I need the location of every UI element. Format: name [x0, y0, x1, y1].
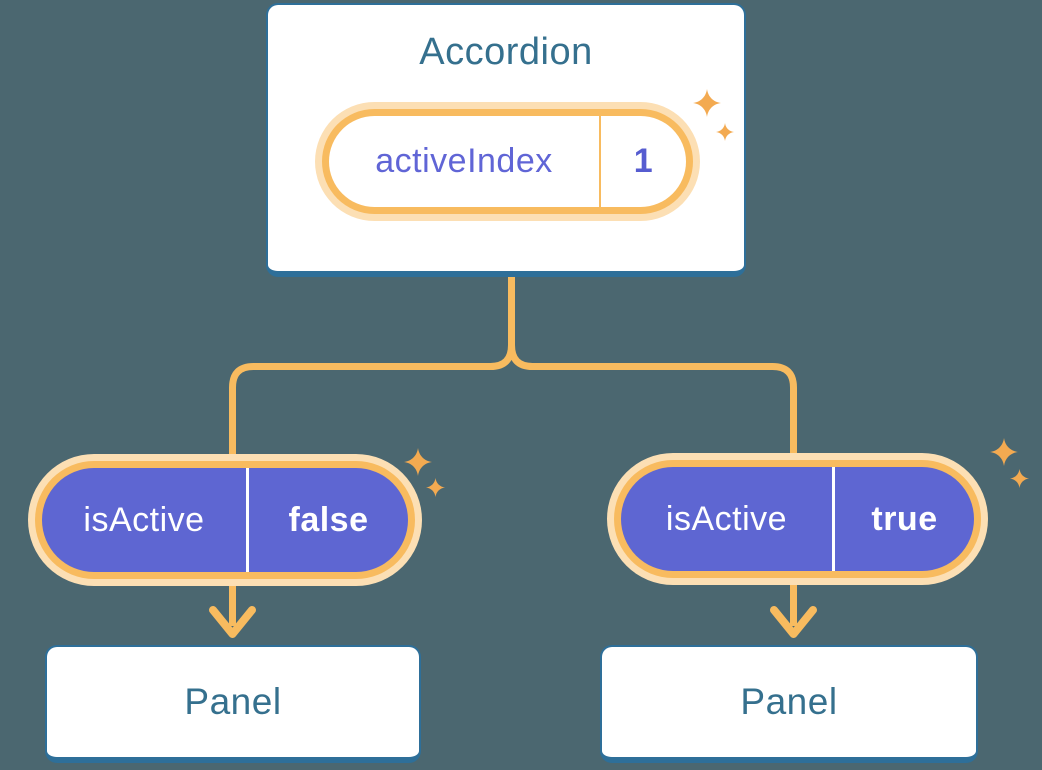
prop-name: isActive — [83, 500, 205, 539]
sparkle-icon — [1010, 469, 1029, 488]
pill-divider — [832, 467, 835, 571]
sparkle-icon — [693, 89, 721, 117]
accordion-title: Accordion — [419, 31, 593, 73]
prop-value: false — [288, 500, 369, 539]
state-name: activeIndex — [375, 142, 553, 180]
state-value: 1 — [633, 142, 654, 180]
panel-card-left: Panel — [45, 645, 421, 763]
connector-right-branch — [508, 268, 797, 626]
panel-title: Panel — [740, 681, 838, 722]
prop-value: true — [871, 499, 938, 538]
pill-divider — [246, 468, 249, 572]
sparkle-icon — [426, 478, 445, 497]
arrowhead-right — [770, 606, 817, 638]
sparkle-icon — [990, 438, 1018, 466]
arrowhead-left — [209, 606, 256, 638]
accordion-card: Accordion activeIndex 1 — [266, 3, 746, 277]
prop-name: isActive — [665, 499, 788, 538]
panel-title: Panel — [184, 681, 282, 722]
sparkle-icon — [716, 123, 734, 141]
panel-card-right: Panel — [600, 645, 978, 763]
pill-divider — [599, 116, 601, 207]
prop-pill-right: isActive true — [607, 453, 988, 585]
state-pill: activeIndex 1 — [315, 102, 700, 221]
prop-pill-left: isActive false — [28, 454, 422, 586]
sparkle-icon — [404, 448, 432, 476]
